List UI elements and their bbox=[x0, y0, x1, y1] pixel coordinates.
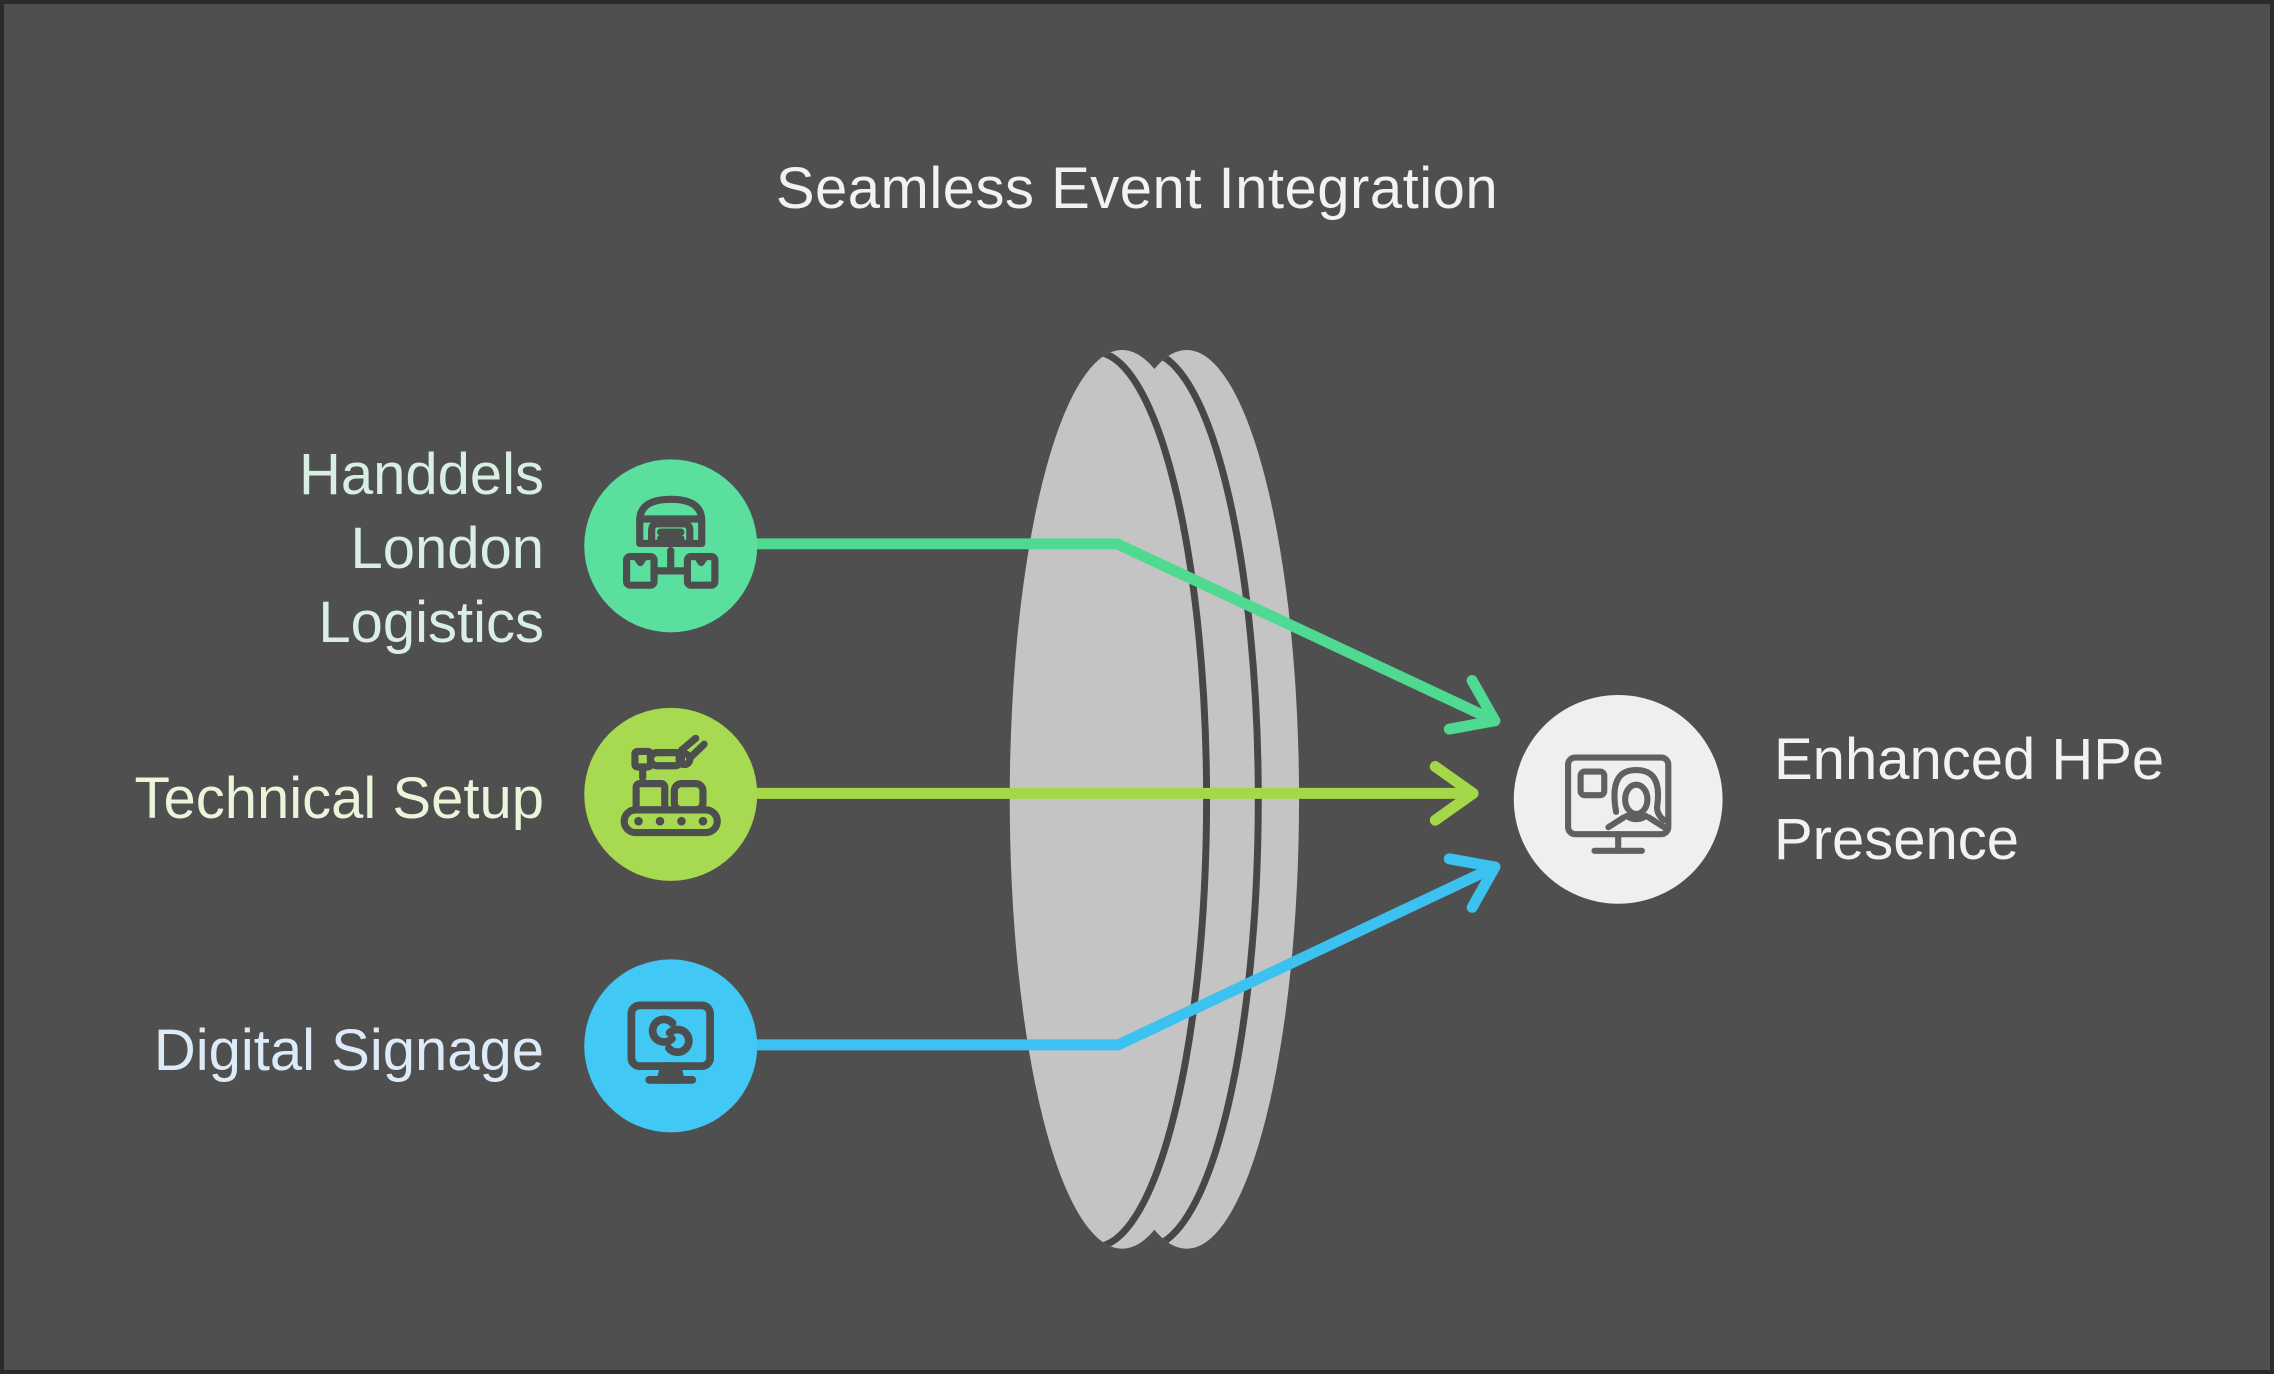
circle-technical-setup bbox=[584, 707, 758, 881]
label-handdels-london-logistics: Handdels London Logistics bbox=[62, 438, 544, 660]
label-enhanced-hpe-presence: Enhanced HPe Presence bbox=[1774, 720, 2244, 880]
lens-edge-line bbox=[1095, 349, 1211, 1249]
lens-shape bbox=[1009, 349, 1300, 1249]
lens-front-ellipse bbox=[1009, 349, 1235, 1249]
diagram-scene bbox=[584, 349, 1723, 1249]
lens-edge-line bbox=[1146, 349, 1262, 1249]
label-line: Handdels bbox=[298, 442, 544, 507]
label-line: Digital Signage bbox=[153, 1018, 544, 1083]
monitor-link-icon bbox=[627, 1001, 714, 1084]
label-line: Technical Setup bbox=[134, 766, 544, 831]
warehouse-distribution-icon bbox=[623, 495, 719, 589]
label-line: Enhanced HPe bbox=[1774, 727, 2165, 792]
circle-enhanced-hpe-presence bbox=[1513, 694, 1723, 904]
label-line: London bbox=[350, 516, 544, 581]
presenter-monitor-icon bbox=[1565, 754, 1672, 854]
label-line: Presence bbox=[1774, 807, 2020, 872]
robot-arm-conveyor-icon bbox=[620, 734, 721, 837]
label-technical-setup: Technical Setup bbox=[62, 762, 544, 836]
arrow-handdels-to-result bbox=[751, 538, 1501, 735]
arrow-signage-to-result bbox=[751, 853, 1501, 1051]
label-digital-signage: Digital Signage bbox=[62, 1014, 544, 1088]
label-line: Logistics bbox=[318, 590, 544, 655]
page-title: Seamless Event Integration bbox=[775, 156, 1499, 221]
